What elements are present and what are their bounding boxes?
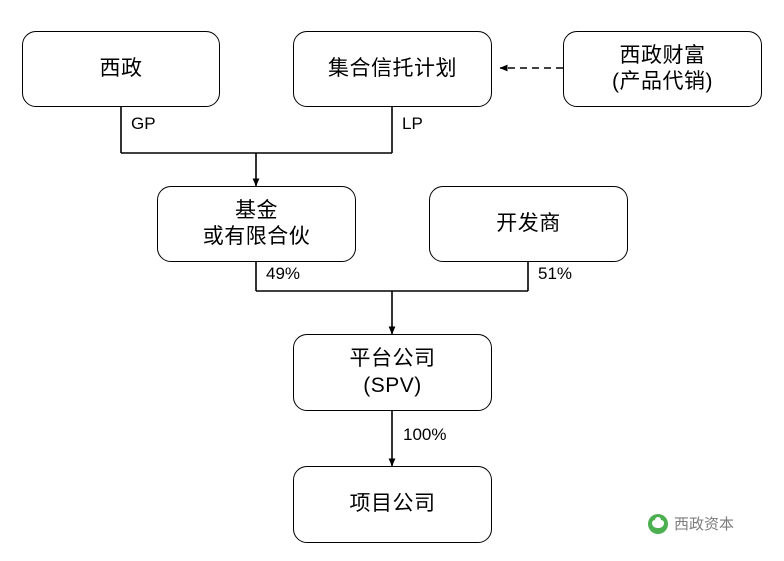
node-fund-label: 基金 bbox=[235, 198, 278, 222]
node-fund-sublabel: 或有限合伙 bbox=[202, 225, 311, 248]
node-project[interactable]: 项目公司 bbox=[293, 466, 492, 543]
edge-label-share-100: 100% bbox=[403, 425, 447, 444]
edge-label-lp: LP bbox=[402, 114, 423, 133]
node-fund[interactable]: 基金 或有限合伙 bbox=[157, 186, 356, 262]
node-xizheng-wealth-label: 西政财富 bbox=[619, 43, 706, 67]
node-trust-plan-label: 集合信托计划 bbox=[328, 56, 457, 80]
node-platform-label: 平台公司 bbox=[349, 347, 436, 371]
watermark-label: 西政资本 bbox=[674, 516, 735, 533]
node-xizheng-label: 西政 bbox=[99, 56, 143, 80]
edge-label-share-49: 49% bbox=[266, 264, 301, 283]
watermark: 西政资本 bbox=[648, 513, 734, 534]
node-developer-label: 开发商 bbox=[496, 211, 561, 235]
node-platform-sublabel: (SPV) bbox=[363, 373, 422, 397]
node-xizheng[interactable]: 西政 bbox=[22, 31, 220, 107]
node-project-label: 项目公司 bbox=[349, 492, 436, 516]
node-trust-plan[interactable]: 集合信托计划 bbox=[293, 31, 492, 107]
wechat-icon bbox=[648, 513, 668, 534]
node-platform[interactable]: 平台公司 (SPV) bbox=[293, 334, 492, 411]
node-xizheng-wealth[interactable]: 西政财富 (产品代销) bbox=[563, 31, 762, 107]
edge-label-share-51: 51% bbox=[538, 264, 573, 283]
edge-label-gp: GP bbox=[131, 114, 156, 133]
node-xizheng-wealth-sublabel: (产品代销) bbox=[612, 70, 713, 93]
node-developer[interactable]: 开发商 bbox=[429, 186, 628, 262]
